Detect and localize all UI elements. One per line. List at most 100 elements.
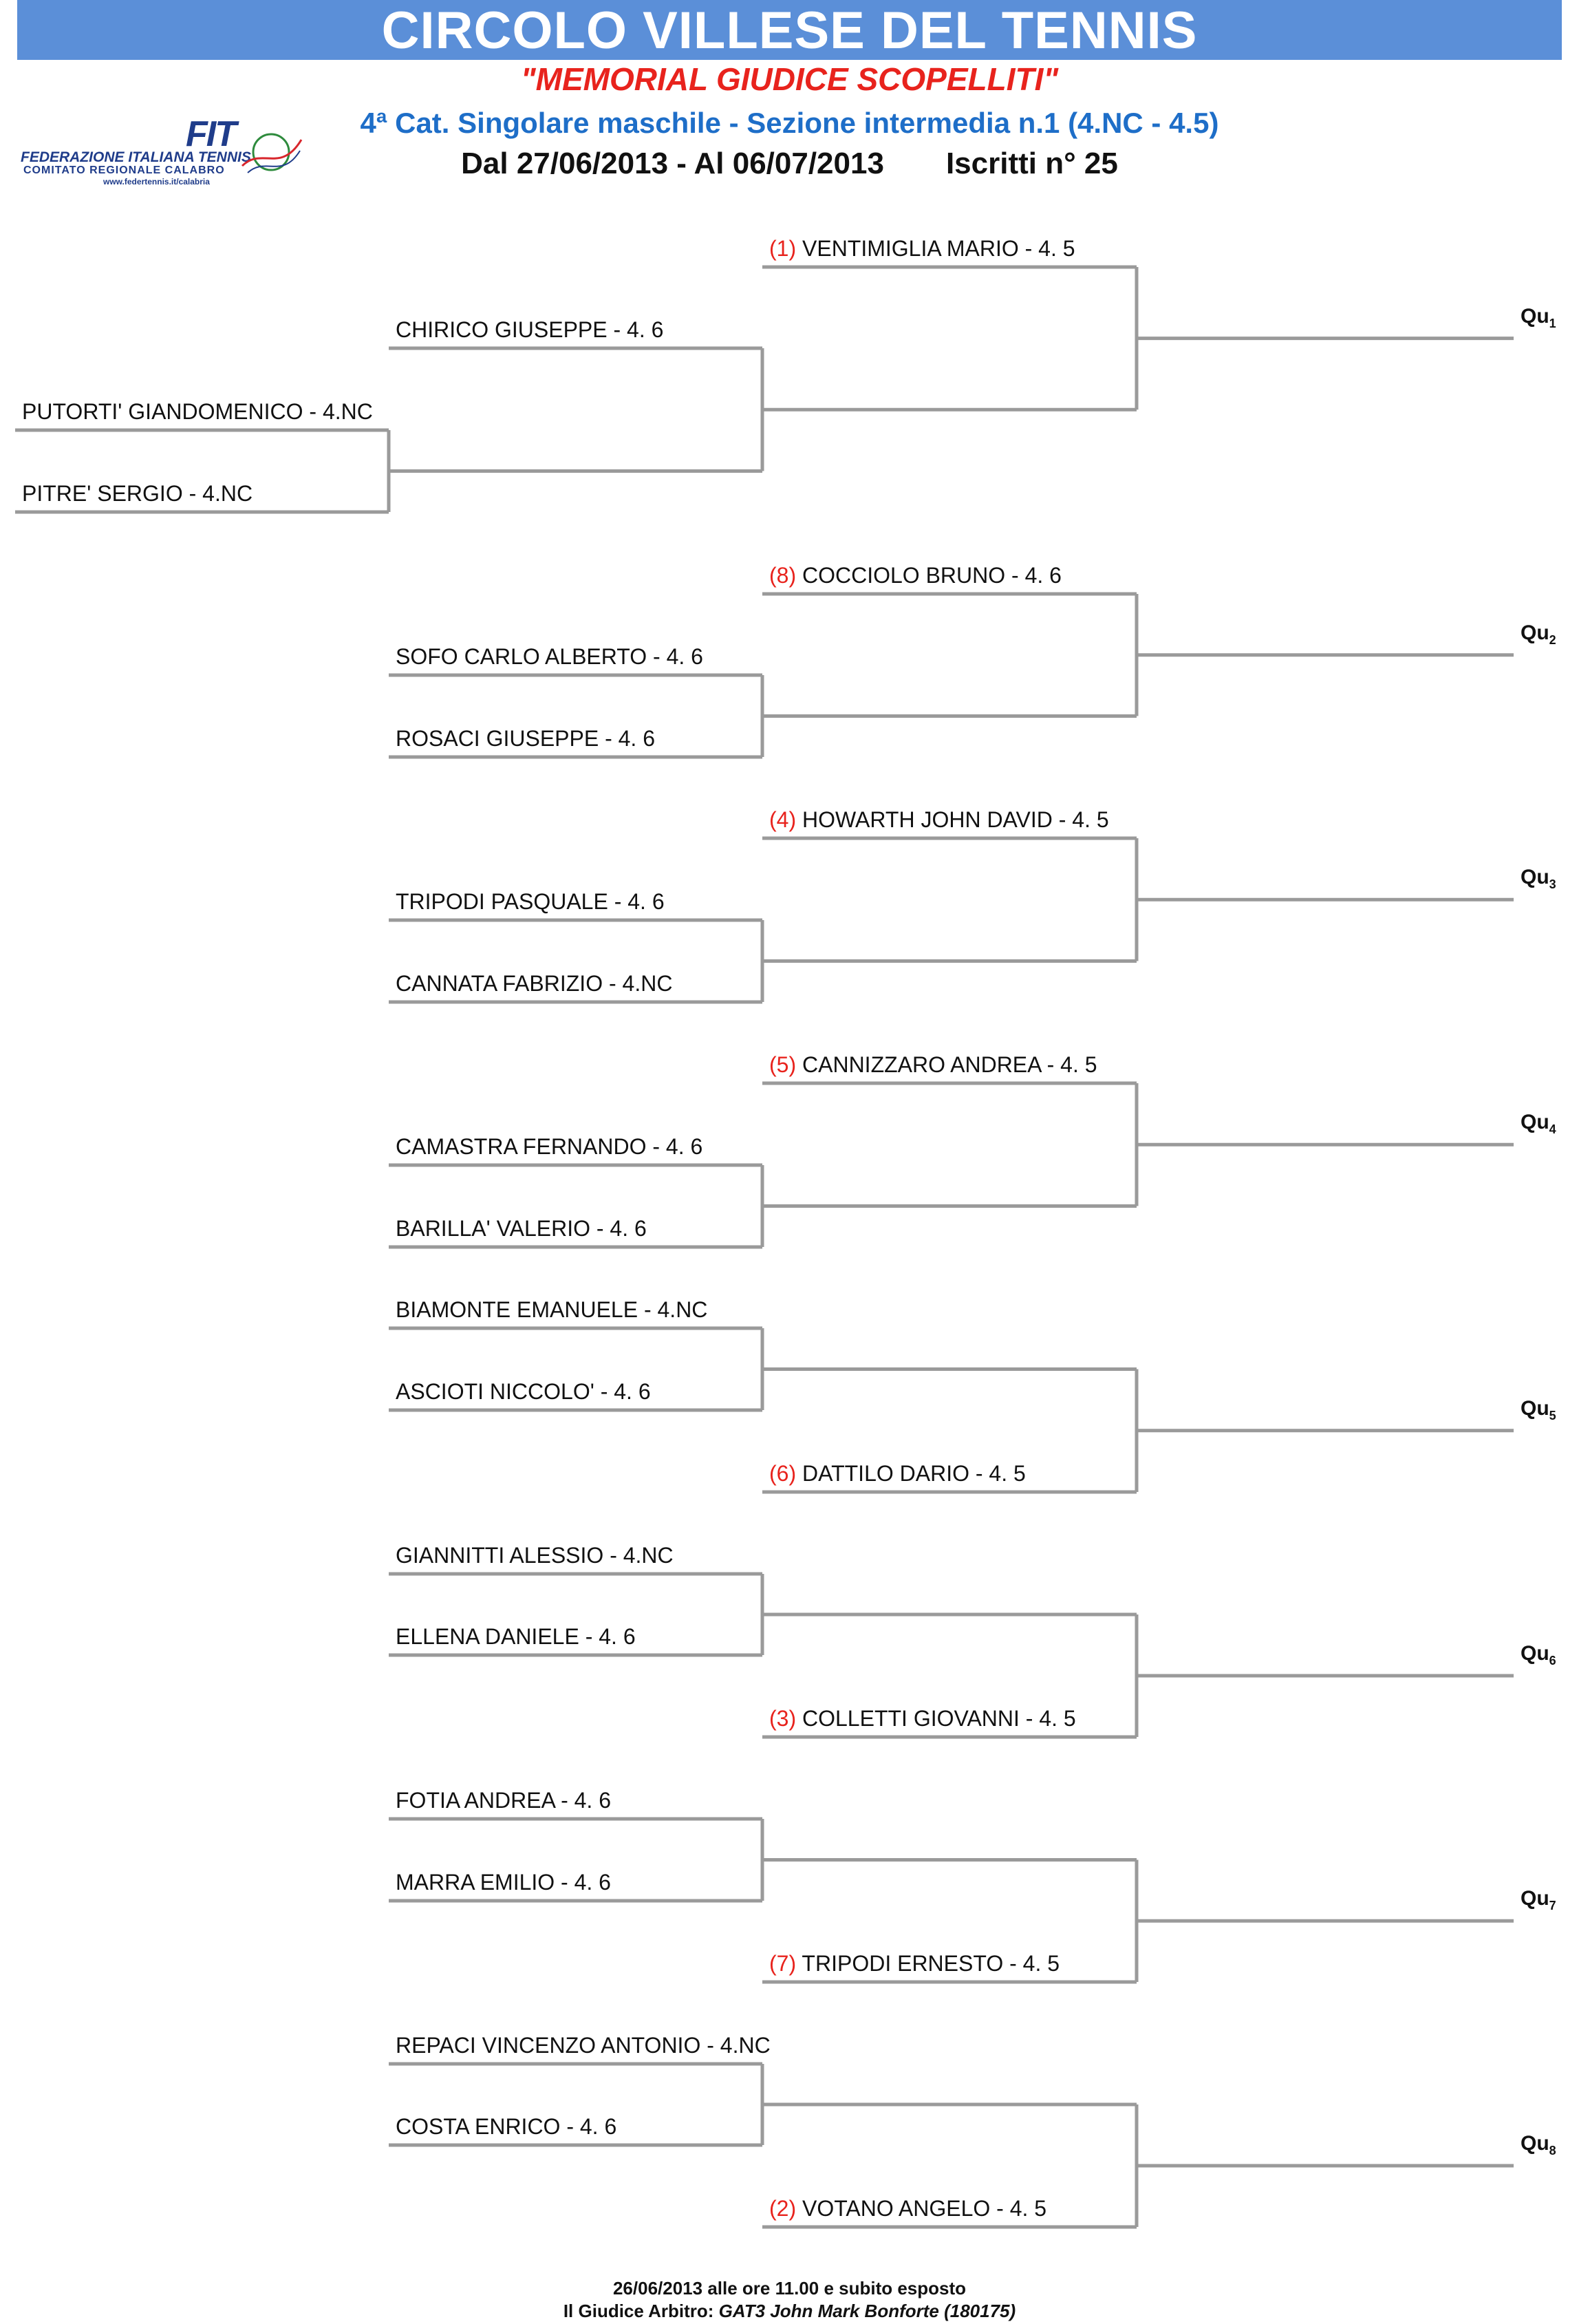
seed-number: (4) [769, 807, 802, 832]
player-name: CHIRICO GIUSEPPE - 4. 6 [396, 317, 664, 342]
player-entry: TRIPODI PASQUALE - 4. 6 [396, 888, 665, 915]
player-entry: BARILLA' VALERIO - 4. 6 [396, 1215, 647, 1241]
player-name: CANNATA FABRIZIO - 4.NC [396, 971, 673, 996]
player-name: VOTANO ANGELO - 4. 5 [802, 2196, 1047, 2221]
player-name: PUTORTI' GIANDOMENICO - 4.NC [22, 399, 373, 424]
federation-website: www.federtennis.it/calabria [103, 177, 210, 186]
seed-number: (2) [769, 2196, 802, 2221]
seed-number: (5) [769, 1052, 802, 1077]
player-name: FOTIA ANDREA - 4. 6 [396, 1788, 611, 1813]
qualifier-text: Qu [1521, 1887, 1549, 1910]
referee-line: Il Giudice Arbitro: GAT3 John Mark Bonfo… [0, 2301, 1579, 2322]
tournament-name: "MEMORIAL GIUDICE SCOPELLITI" [520, 61, 1059, 97]
player-entry: (1) VENTIMIGLIA MARIO - 4. 5 [769, 235, 1075, 262]
player-name: ASCIOTI NICCOLO' - 4. 6 [396, 1379, 651, 1404]
player-entry: MARRA EMILIO - 4. 6 [396, 1869, 611, 1895]
qualifier-text: Qu [1521, 1111, 1549, 1134]
qualifier-text: Qu [1521, 1642, 1549, 1665]
player-entry: SOFO CARLO ALBERTO - 4. 6 [396, 643, 703, 670]
player-name: TRIPODI PASQUALE - 4. 6 [396, 889, 665, 914]
player-entry: (2) VOTANO ANGELO - 4. 5 [769, 2195, 1046, 2221]
qualifier-index: 2 [1549, 632, 1556, 647]
player-name: CAMASTRA FERNANDO - 4. 6 [396, 1134, 703, 1159]
player-entry: (5) CANNIZZARO ANDREA - 4. 5 [769, 1052, 1097, 1078]
player-entry: ELLENA DANIELE - 4. 6 [396, 1623, 636, 1650]
player-name: GIANNITTI ALESSIO - 4.NC [396, 1543, 674, 1568]
entries-count: Iscritti n° 25 [945, 147, 1118, 180]
qualifier-index: 3 [1549, 877, 1556, 892]
player-entry: CANNATA FABRIZIO - 4.NC [396, 970, 672, 996]
player-name: BIAMONTE EMANUELE - 4.NC [396, 1297, 708, 1322]
dates-line: Dal 27/06/2013 - Al 06/07/2013 Iscritti n… [0, 147, 1579, 181]
qualifier-label: Qu6 [1521, 1641, 1556, 1673]
qualifier-label: Qu3 [1521, 865, 1556, 897]
qualifier-label: Qu8 [1521, 2131, 1556, 2163]
player-entry: (8) COCCIOLO BRUNO - 4. 6 [769, 562, 1062, 588]
player-name: DATTILO DARIO - 4. 5 [802, 1461, 1026, 1486]
committee-name: COMITATO REGIONALE CALABRO [23, 164, 225, 176]
seed-number: (3) [769, 1706, 802, 1731]
player-name: VENTIMIGLIA MARIO - 4. 5 [802, 236, 1075, 261]
player-name: ROSACI GIUSEPPE - 4. 6 [396, 726, 655, 751]
qualifier-index: 8 [1549, 2144, 1556, 2157]
category-line: 4ª Cat. Singolare maschile - Sezione int… [360, 107, 1219, 139]
qualifier-label: Qu5 [1521, 1396, 1556, 1428]
player-entry: REPACI VINCENZO ANTONIO - 4.NC [396, 2032, 771, 2058]
qualifier-index: 4 [1549, 1122, 1556, 1137]
qualifier-label: Qu7 [1521, 1886, 1556, 1918]
player-name: PITRE' SERGIO - 4.NC [22, 481, 253, 506]
club-title-banner: CIRCOLO VILLESE DEL TENNIS [17, 0, 1562, 60]
player-entry: (4) HOWARTH JOHN DAVID - 4. 5 [769, 807, 1109, 833]
referee-label: Il Giudice Arbitro: [563, 2301, 719, 2321]
player-entry: (7) TRIPODI ERNESTO - 4. 5 [769, 1950, 1060, 1976]
seed-number: (1) [769, 236, 802, 261]
draw-bracket [15, 265, 1514, 2229]
qualifier-index: 1 [1549, 316, 1556, 330]
seed-number: (8) [769, 563, 802, 588]
player-name: ELLENA DANIELE - 4. 6 [396, 1624, 636, 1649]
fit-logo: FIT FEDERAZIONE ITALIANA TENNIS COMITATO… [21, 114, 303, 189]
player-entry: FOTIA ANDREA - 4. 6 [396, 1787, 611, 1813]
club-title: CIRCOLO VILLESE DEL TENNIS [381, 1, 1198, 60]
qualifier-label: Qu2 [1521, 621, 1556, 652]
qualifier-index: 6 [1549, 1654, 1556, 1667]
player-entry: PUTORTI' GIANDOMENICO - 4.NC [22, 398, 373, 425]
player-name: TRIPODI ERNESTO - 4. 5 [802, 1951, 1060, 1976]
qualifier-text: Qu [1521, 1396, 1549, 1420]
player-name: HOWARTH JOHN DAVID - 4. 5 [802, 807, 1109, 832]
player-entry: (6) DATTILO DARIO - 4. 5 [769, 1460, 1026, 1486]
player-name: CANNIZZARO ANDREA - 4. 5 [802, 1052, 1097, 1077]
player-name: MARRA EMILIO - 4. 6 [396, 1870, 611, 1895]
player-entry: CAMASTRA FERNANDO - 4. 6 [396, 1133, 702, 1160]
qualifier-label: Qu1 [1521, 304, 1556, 336]
player-entry: COSTA ENRICO - 4. 6 [396, 2113, 616, 2140]
player-entry: CHIRICO GIUSEPPE - 4. 6 [396, 317, 663, 343]
seed-number: (7) [769, 1951, 802, 1976]
federation-name: FEDERAZIONE ITALIANA TENNIS [21, 149, 251, 165]
qualifier-text: Qu [1521, 621, 1549, 644]
player-entry: ROSACI GIUSEPPE - 4. 6 [396, 725, 655, 751]
qualifier-index: 7 [1549, 1899, 1556, 1913]
date-range: Dal 27/06/2013 - Al 06/07/2013 [461, 147, 884, 180]
player-entry: GIANNITTI ALESSIO - 4.NC [396, 1542, 674, 1568]
tennis-ball-swoosh-icon [241, 133, 303, 173]
referee-name: GAT3 John Mark Bonforte (180175) [718, 2301, 1016, 2321]
draw-time-note: 26/06/2013 alle ore 11.00 e subito espos… [612, 2278, 967, 2299]
player-name: COCCIOLO BRUNO - 4. 6 [802, 563, 1062, 588]
player-entry: PITRE' SERGIO - 4.NC [22, 480, 253, 507]
qualifier-label: Qu4 [1521, 1110, 1556, 1142]
player-entry: BIAMONTE EMANUELE - 4.NC [396, 1297, 707, 1323]
player-name: SOFO CARLO ALBERTO - 4. 6 [396, 644, 703, 669]
player-name: BARILLA' VALERIO - 4. 6 [396, 1216, 647, 1241]
player-name: REPACI VINCENZO ANTONIO - 4.NC [396, 2033, 771, 2058]
qualifier-text: Qu [1521, 2132, 1549, 2155]
qualifier-text: Qu [1521, 304, 1549, 328]
player-entry: ASCIOTI NICCOLO' - 4. 6 [396, 1378, 651, 1405]
player-name: COSTA ENRICO - 4. 6 [396, 2114, 617, 2139]
qualifier-text: Qu [1521, 866, 1549, 889]
player-entry: (3) COLLETTI GIOVANNI - 4. 5 [769, 1705, 1076, 1731]
fit-mark: FIT [186, 114, 237, 154]
qualifier-index: 5 [1549, 1408, 1556, 1422]
seed-number: (6) [769, 1461, 802, 1486]
player-name: COLLETTI GIOVANNI - 4. 5 [802, 1706, 1076, 1731]
